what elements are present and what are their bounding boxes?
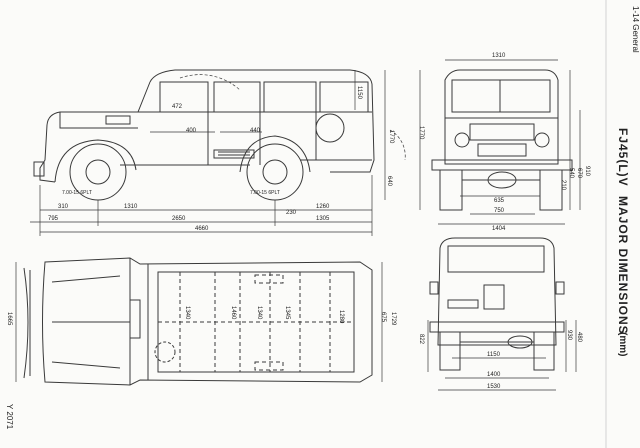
top-view-vehicle xyxy=(23,257,373,386)
dim-side-440: 440 xyxy=(250,128,261,134)
dim-side-310: 310 xyxy=(58,204,69,210)
dim-rear-480: 480 xyxy=(576,332,582,343)
dim-side-230: 230 xyxy=(286,210,297,216)
section-label: 1-14 General xyxy=(631,6,640,53)
unit-label: (mm) xyxy=(617,332,628,357)
dim-front-635: 635 xyxy=(494,198,505,204)
dim-side-400: 400 xyxy=(186,128,197,134)
dim-side-795: 795 xyxy=(48,216,59,222)
dim-front-750: 750 xyxy=(494,208,505,214)
dim-front-1404: 1404 xyxy=(492,226,506,232)
dim-side-2650: 2650 xyxy=(172,216,186,222)
dim-rear-930: 930 xyxy=(566,330,572,341)
dim-front-1310: 1310 xyxy=(492,53,506,59)
dim-side-1305: 1305 xyxy=(316,216,330,222)
rear-view-dimension-lines xyxy=(427,320,577,391)
tire-rear-label: 7.00-15 6PLT xyxy=(250,190,280,196)
front-view-vehicle xyxy=(431,69,573,211)
dim-side-1260: 1260 xyxy=(316,204,330,210)
dim-rear-1400: 1400 xyxy=(487,372,501,378)
dim-rear-822: 822 xyxy=(418,334,424,345)
page-code: Y 2071 xyxy=(5,404,14,430)
dim-rear-1530: 1530 xyxy=(487,384,501,390)
dim-side-1310: 1310 xyxy=(124,204,138,210)
rear-view-vehicle xyxy=(429,237,565,371)
dim-side-4660: 4660 xyxy=(195,226,209,232)
page-title: MAJOR DIMENSIONS xyxy=(616,196,630,335)
tire-front-label: 7.00-15 6PLT xyxy=(62,190,92,196)
side-view-vehicle xyxy=(33,69,375,201)
top-view-dimension-lines xyxy=(15,262,383,382)
side-view-dimension-lines xyxy=(30,70,406,236)
model-title: FJ45(L)V xyxy=(616,128,630,187)
dim-rear-1150: 1150 xyxy=(487,352,500,358)
front-view-dimension-lines xyxy=(419,59,581,225)
dim-side-472: 472 xyxy=(172,104,183,110)
